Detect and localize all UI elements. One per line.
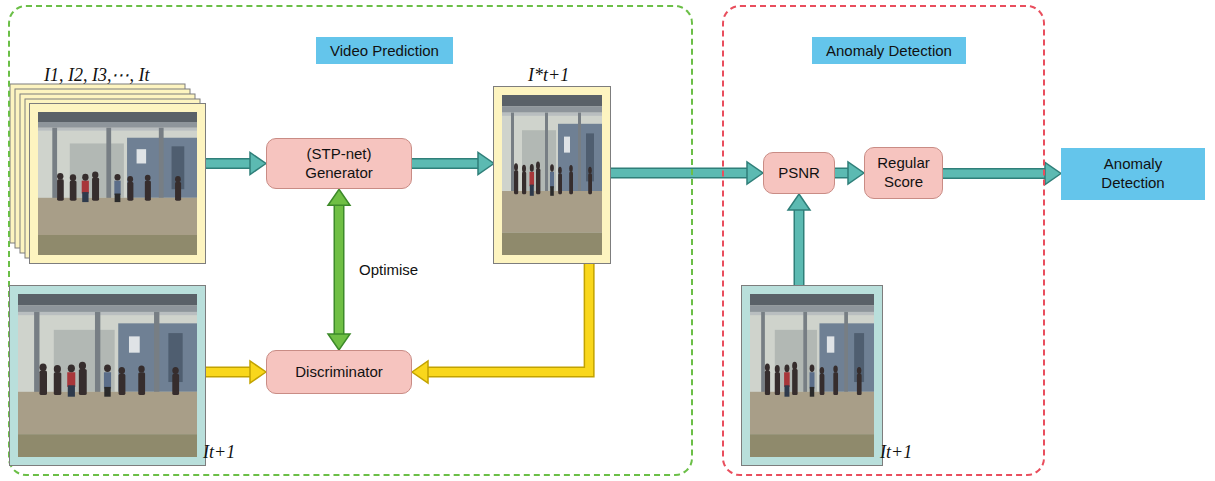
predicted-frame-image [502, 95, 602, 255]
edge-label: Optimise [356, 260, 421, 279]
ground-truth-frame: It+1 [10, 286, 205, 465]
stage-region: Anomaly DetectionPSNR Regular ScoreIt+1 [722, 5, 1045, 476]
frame-label: It+1 [203, 442, 235, 463]
stage-region: Video PredictionI1, I2, I3,⋯, It (STP-net… [8, 5, 693, 476]
flow-arrow [610, 162, 763, 184]
process-box: Regular Score [864, 147, 943, 199]
process-box: (STP-net) Generator [266, 138, 412, 190]
section-heading: Video Prediction [316, 37, 453, 64]
ground-truth-image [18, 294, 197, 457]
box-label: (STP-net) Generator [275, 145, 403, 183]
box-label: Anomaly Detection [1084, 155, 1182, 193]
predicted-frame: I*t+1 [494, 87, 610, 263]
output-box: Anomaly Detection [1061, 148, 1205, 200]
flow-arrow [788, 194, 810, 286]
ground-truth-image [750, 294, 874, 457]
flow-arrow [205, 361, 266, 383]
flow-arrow [205, 153, 266, 175]
frame-label: I*t+1 [528, 65, 569, 86]
box-label: PSNR [778, 164, 820, 183]
ground-truth-frame: It+1 [742, 286, 882, 465]
flow-arrow [835, 162, 864, 184]
box-label: Regular Score [873, 154, 934, 192]
flow-arrow [412, 263, 589, 383]
process-box: Discriminator [266, 350, 412, 394]
flow-arrow [328, 189, 350, 350]
flow-arrow [412, 153, 494, 175]
box-label: Discriminator [295, 363, 383, 382]
input-frames: I1, I2, I3,⋯, It [30, 104, 205, 263]
process-box: PSNR [763, 152, 835, 194]
frame-label: I1, I2, I3,⋯, It [44, 64, 149, 86]
section-heading: Anomaly Detection [812, 37, 966, 64]
input-frame-image [38, 112, 197, 255]
frame-label: It+1 [880, 442, 912, 463]
